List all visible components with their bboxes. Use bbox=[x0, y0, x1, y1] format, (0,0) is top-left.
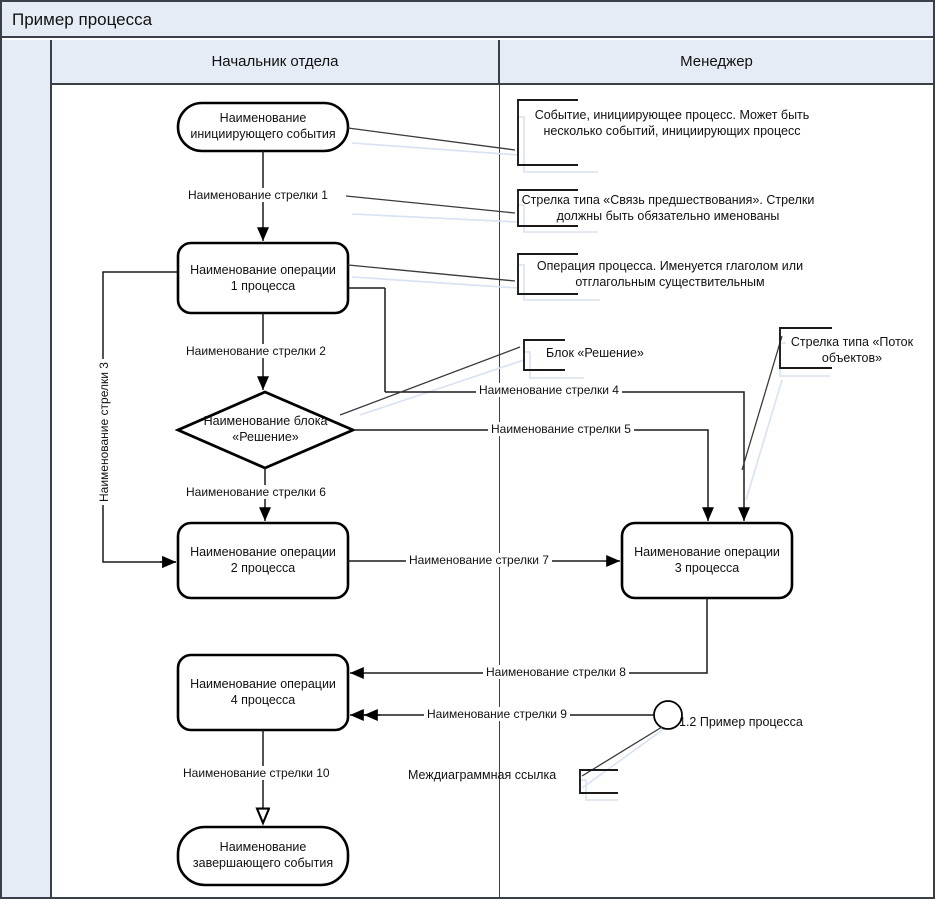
edge-label-arrow-8: Наименование стрелки 8 bbox=[483, 665, 629, 679]
annotation-interdiagram: Междиаграммная ссылка bbox=[408, 768, 557, 782]
edge-label-arrow-6: Наименование стрелки 6 bbox=[183, 485, 329, 499]
annotation-decision: Блок «Решение» bbox=[546, 346, 644, 360]
edge-label-arrow-4: Наименование стрелки 4 bbox=[476, 383, 622, 397]
node-label-start-event: Наименование инициирующего события bbox=[190, 111, 336, 141]
lane-header-1: Начальник отдела bbox=[52, 40, 500, 85]
annotation-precedence: Стрелка типа «Связь предшествования». Ст… bbox=[521, 193, 815, 223]
lane-header-2: Менеджер bbox=[500, 40, 933, 85]
lane-header-1-label: Начальник отдела bbox=[211, 53, 339, 70]
node-label-end-event: Наименование завершающего события bbox=[192, 840, 334, 870]
node-label-operation-2: Наименование операции 2 процесса bbox=[190, 545, 336, 575]
annotation-objectflow: Стрелка типа «Поток объектов» bbox=[790, 335, 914, 365]
edge-label-arrow-5: Наименование стрелки 5 bbox=[488, 422, 634, 436]
node-label-decision: Наименование блока «Решение» bbox=[203, 414, 328, 444]
node-label-offpage-reference: 1.2 Пример процесса bbox=[679, 715, 803, 729]
node-label-operation-1: Наименование операции 1 процесса bbox=[190, 263, 336, 293]
edge-label-arrow-7: Наименование стрелки 7 bbox=[406, 553, 552, 567]
annotation-operation: Операция процесса. Именуется глаголом ил… bbox=[536, 259, 804, 289]
page-title: Пример процесса bbox=[12, 10, 153, 29]
lane-gutter bbox=[2, 40, 52, 897]
node-label-operation-4: Наименование операции 4 процесса bbox=[190, 677, 336, 707]
node-label-operation-3: Наименование операции 3 процесса bbox=[634, 545, 780, 575]
edge-label-arrow-9: Наименование стрелки 9 bbox=[424, 707, 570, 721]
title-bar: Пример процесса bbox=[2, 2, 933, 38]
edge-label-arrow-10: Наименование стрелки 10 bbox=[180, 766, 333, 780]
annotation-start-event: Событие, инициирующее процесс. Может быт… bbox=[534, 108, 810, 138]
edge-label-arrow-1: Наименование стрелки 1 bbox=[185, 188, 331, 202]
edge-label-arrow-3: Наименование стрелки 3 bbox=[97, 359, 111, 505]
lane-header-2-label: Менеджер bbox=[680, 53, 753, 70]
edge-label-arrow-2: Наименование стрелки 2 bbox=[183, 344, 329, 358]
